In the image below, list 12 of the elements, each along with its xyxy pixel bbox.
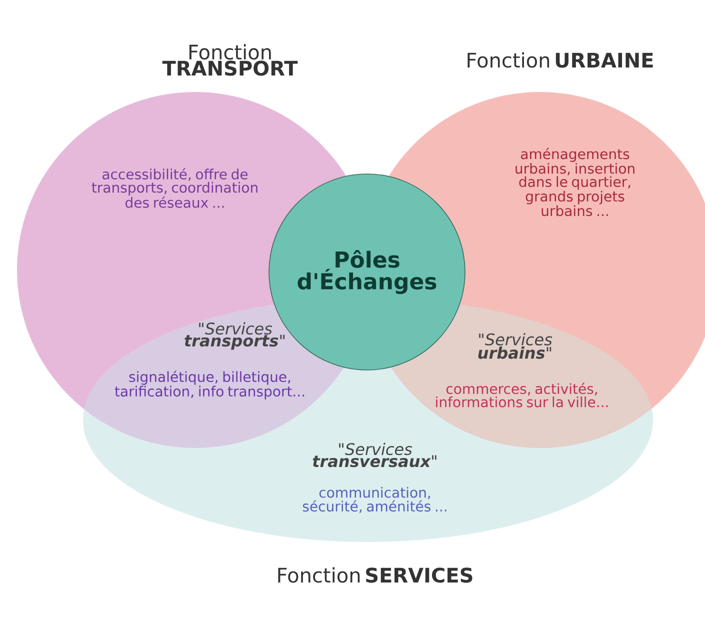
function-description: aménagements urbains, insertion dans le quartier, grands projets urbains ... xyxy=(516,148,634,216)
service-description: commerces, activités, informations sur la ville... xyxy=(436,382,608,408)
service-description: communication, sécurité, aménités ... xyxy=(302,486,446,514)
service-title: "Services transports" xyxy=(184,322,285,350)
function-title: Fonction SERVICES xyxy=(278,567,472,583)
function-title: Fonction TRANSPORT xyxy=(162,44,298,76)
function-title: Fonction URBAINE xyxy=(468,52,653,68)
service-title: "Services transversaux" xyxy=(312,442,436,468)
service-title: "Services urbains" xyxy=(478,333,552,359)
function-description: accessibilité, offre de transports, coordination des réseaux ... xyxy=(92,168,258,208)
service-description: signalétique, billetique, tarification, info transport... xyxy=(114,370,304,400)
center-label: Pôles d'Échanges xyxy=(298,250,436,294)
